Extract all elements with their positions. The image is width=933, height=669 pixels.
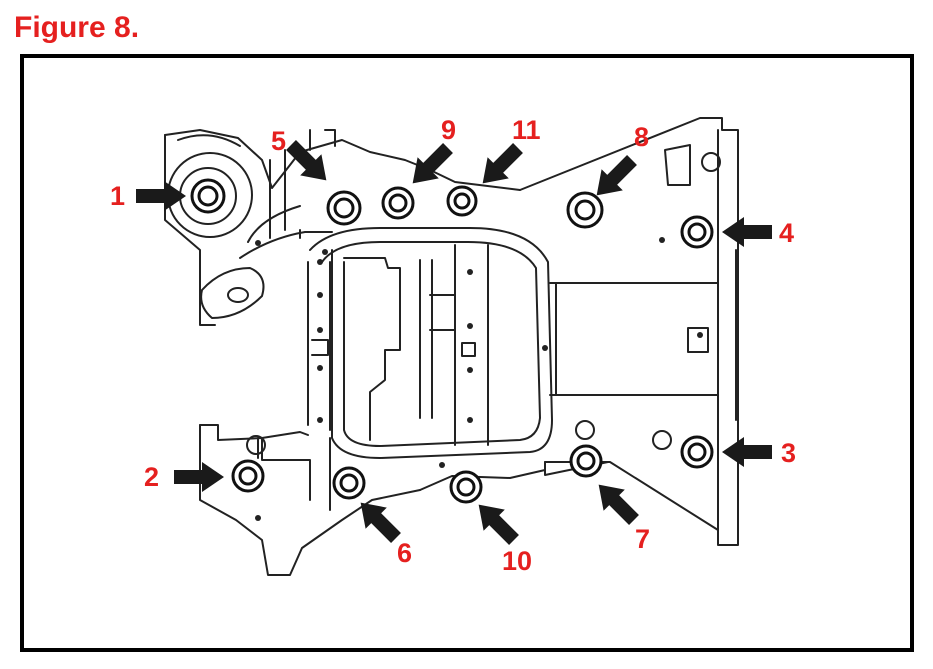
bolt-2	[231, 459, 265, 493]
callout-4: 4	[779, 218, 794, 248]
callout-2: 2	[144, 462, 159, 492]
cradle-outline	[164, 117, 739, 576]
callout-8: 8	[634, 122, 649, 152]
callout-5: 5	[271, 126, 286, 156]
bolt-9	[381, 186, 415, 220]
callout-labels: 1 2 3 4 5 6 7 8 9 10 11	[110, 115, 796, 576]
bolt-4	[680, 215, 714, 249]
bolt-6	[332, 466, 366, 500]
callout-3: 3	[781, 438, 796, 468]
callout-9: 9	[441, 115, 456, 145]
arrow-1	[136, 181, 186, 211]
diagram-frame	[20, 54, 914, 652]
callout-6: 6	[397, 538, 412, 568]
bolts	[190, 178, 714, 504]
callout-1: 1	[110, 181, 125, 211]
bolt-7	[569, 444, 603, 478]
arrow-3	[722, 437, 772, 467]
arrow-2	[174, 462, 224, 492]
arrow-8	[596, 155, 637, 196]
bolt-3	[680, 435, 714, 469]
figure-title: Figure 8.	[14, 11, 140, 44]
bolt-1	[190, 178, 226, 214]
rivets	[197, 195, 703, 521]
bolt-10	[449, 470, 483, 504]
arrow-11	[482, 143, 523, 184]
bolt-11	[446, 185, 478, 217]
callout-7: 7	[635, 524, 650, 554]
arrow-7	[598, 484, 639, 525]
arrow-5	[286, 140, 327, 181]
arrows	[136, 140, 772, 545]
bolt-5	[326, 190, 362, 226]
arrow-10	[478, 504, 519, 545]
arrow-6	[360, 502, 401, 543]
arrow-4	[722, 217, 772, 247]
bolt-8	[566, 191, 604, 229]
callout-10: 10	[502, 546, 532, 576]
callout-11: 11	[512, 115, 541, 145]
arrow-9	[412, 143, 453, 184]
